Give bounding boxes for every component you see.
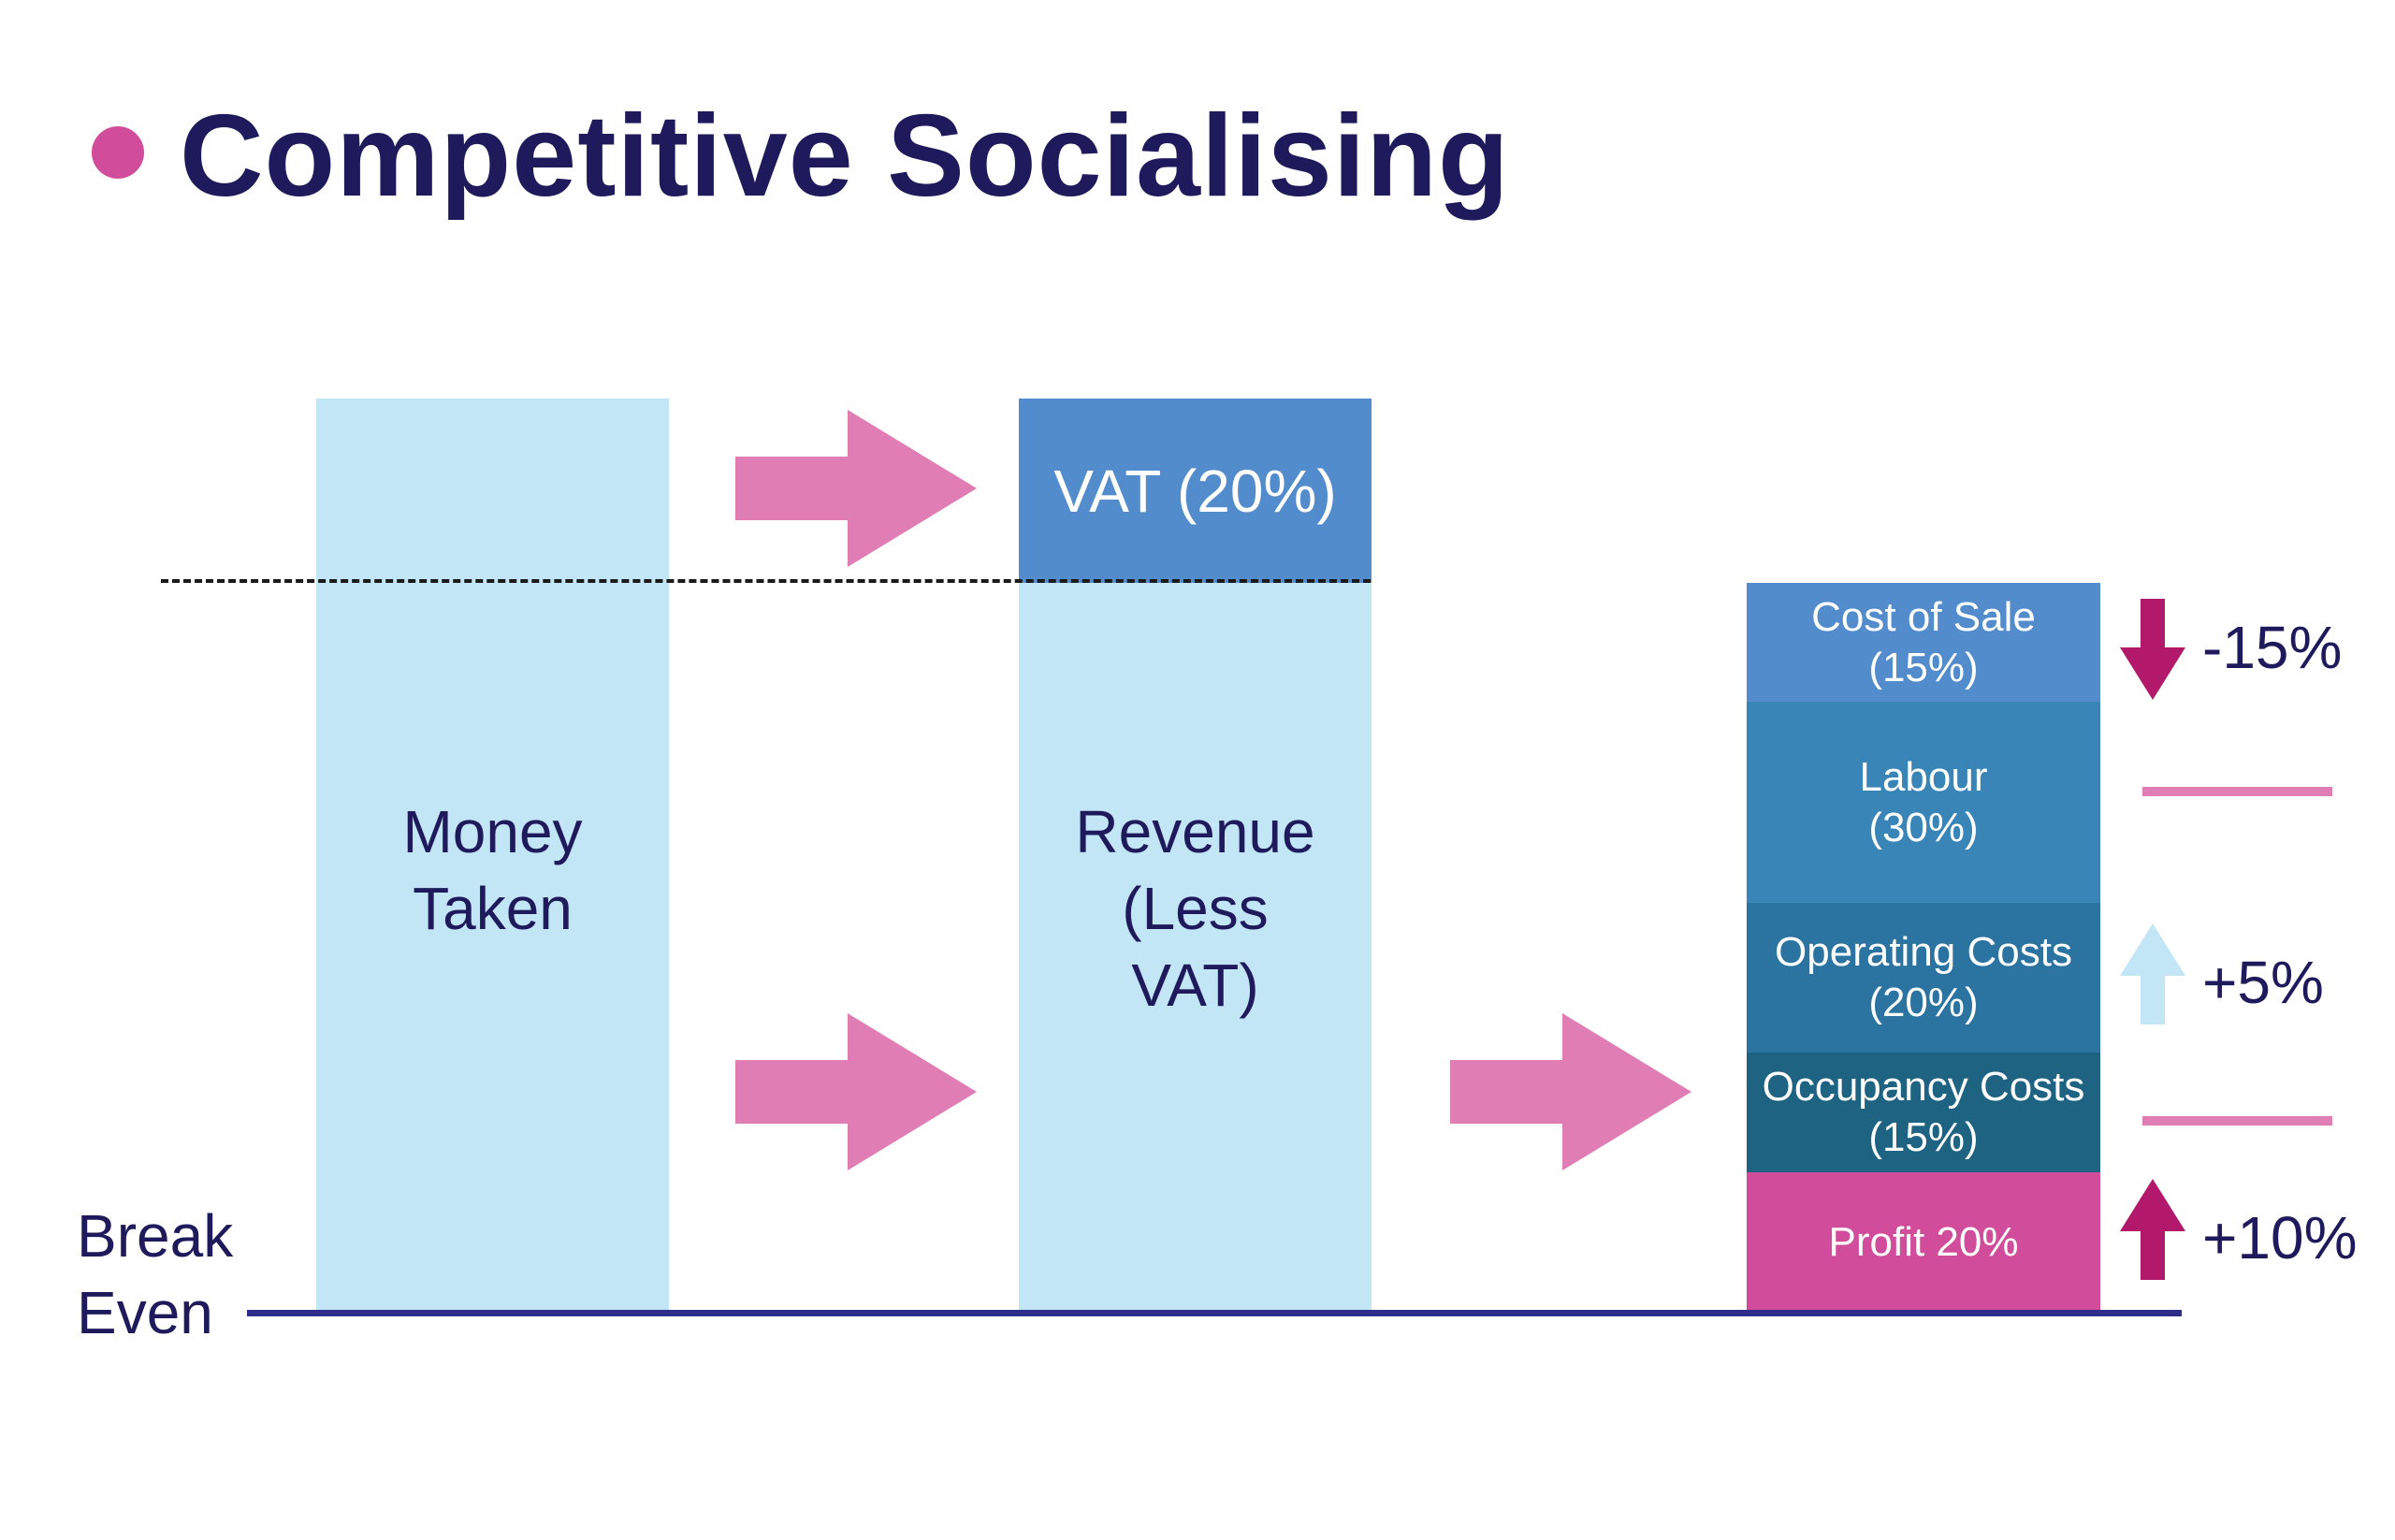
segment-label: Occupancy Costs [1762, 1064, 2085, 1110]
breakdown-segment-profit: Profit 20% [1747, 1172, 2100, 1312]
arrow-down-icon [2120, 599, 2185, 700]
revenue-label-line: Revenue [1075, 798, 1315, 865]
money-taken-label-line: Money [402, 798, 583, 865]
flow-arrow-icon [735, 1013, 977, 1170]
title-bullet-dot [92, 126, 144, 179]
money-taken-label-line: Taken [413, 875, 573, 942]
breakdown-segment-occupancy-costs: Occupancy Costs (15%) [1747, 1053, 2100, 1172]
change-label-profit: +10% [2202, 1204, 2358, 1271]
page-title: Competitive Socialising [180, 92, 1510, 221]
segment-label: Labour [1859, 753, 1988, 800]
break-even-label-line: Break [77, 1202, 234, 1270]
segment-label: Profit 20% [1828, 1218, 2019, 1265]
money-taken-bar [316, 399, 669, 1312]
vat-threshold-dashed-line [161, 579, 1371, 583]
segment-label: Operating Costs [1775, 929, 2072, 975]
flat-line-icon [2142, 1116, 2332, 1126]
revenue-label-line: VAT) [1131, 952, 1259, 1019]
vat-box: VAT (20%) [1019, 399, 1372, 583]
vat-label: VAT (20%) [1053, 457, 1337, 525]
breakdown-segment-operating-costs: Operating Costs (20%) [1747, 903, 2100, 1053]
flow-arrow-icon [1450, 1013, 1691, 1170]
change-label-operating-costs: +5% [2202, 949, 2324, 1016]
segment-percent: (15%) [1868, 644, 1979, 690]
break-even-baseline [247, 1310, 2182, 1316]
segment-label: Cost of Sale [1811, 593, 2036, 640]
break-even-label-line: Even [77, 1279, 213, 1346]
segment-percent: (15%) [1868, 1114, 1979, 1160]
change-label-cost-of-sale: -15% [2202, 614, 2343, 681]
arrow-up-light-icon [2120, 923, 2185, 1024]
breakdown-segment-labour: Labour (30%) [1747, 702, 2100, 903]
segment-percent: (20%) [1868, 980, 1979, 1025]
flat-line-icon [2142, 787, 2332, 796]
flow-arrow-icon [735, 410, 977, 567]
revenue-bar [1019, 583, 1372, 1312]
revenue-label-line: (Less [1122, 875, 1269, 942]
breakdown-segment-cost-of-sale: Cost of Sale (15%) [1747, 583, 2100, 702]
arrow-up-icon [2120, 1179, 2185, 1280]
segment-percent: (30%) [1868, 804, 1979, 850]
